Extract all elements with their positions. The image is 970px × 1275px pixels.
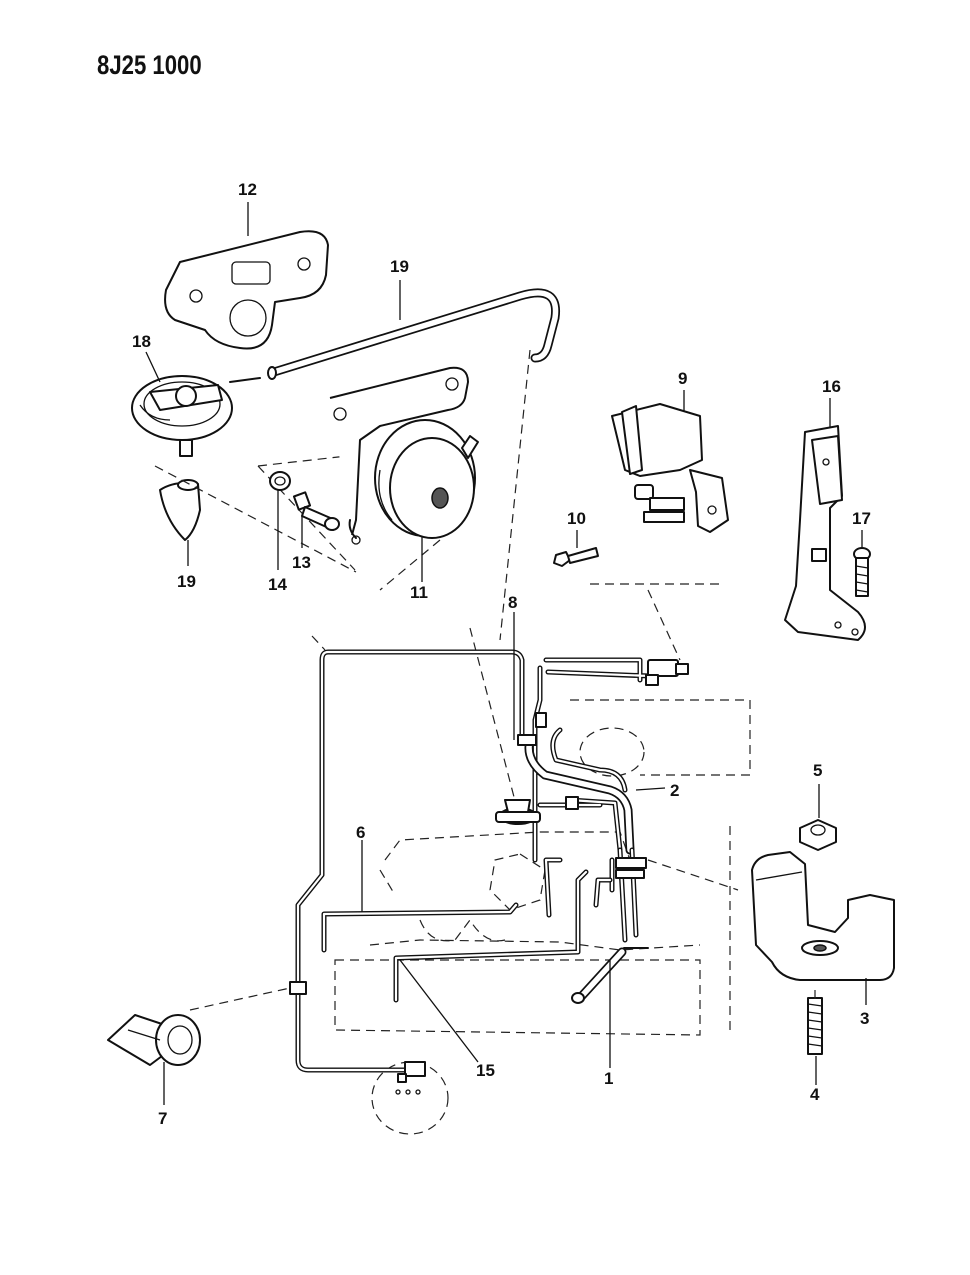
callout-18: 18 bbox=[132, 332, 151, 351]
callout-10: 10 bbox=[567, 509, 586, 528]
part-12-gasket bbox=[164, 230, 329, 350]
part-3-bracket bbox=[751, 851, 895, 981]
part-7-clip bbox=[107, 1014, 201, 1066]
callout-19-bottom: 19 bbox=[177, 572, 196, 591]
callout-17: 17 bbox=[852, 509, 871, 528]
leader-lines bbox=[145, 202, 867, 1105]
part-9-solenoid bbox=[611, 403, 729, 533]
callout-3: 3 bbox=[860, 1009, 869, 1028]
part-2-hose-harness bbox=[517, 657, 689, 943]
callout-15: 15 bbox=[476, 1061, 495, 1080]
callout-13: 13 bbox=[292, 553, 311, 572]
callout-12: 12 bbox=[238, 180, 257, 199]
callout-5: 5 bbox=[813, 761, 822, 780]
line-clip bbox=[289, 981, 307, 995]
part-16-bracket bbox=[784, 425, 866, 641]
vacuum-sensor bbox=[495, 799, 541, 825]
callout-14: 14 bbox=[268, 575, 287, 594]
callout-11: 11 bbox=[410, 583, 428, 602]
callout-7: 7 bbox=[158, 1109, 167, 1128]
callout-4: 4 bbox=[810, 1085, 820, 1104]
part-11-egr-valve bbox=[329, 366, 479, 545]
part-17-bolt bbox=[853, 547, 871, 597]
part-4-stud bbox=[807, 997, 823, 1055]
callout-8: 8 bbox=[508, 593, 517, 612]
part-5-nut bbox=[799, 819, 837, 851]
callout-2: 2 bbox=[670, 781, 679, 800]
part-14-nut bbox=[269, 471, 291, 491]
part-8-vacuum-line bbox=[295, 649, 525, 1073]
part-19-hose-top bbox=[267, 288, 561, 380]
part-18-valve bbox=[131, 375, 261, 457]
sensor-bottom bbox=[395, 1061, 426, 1095]
part-10-screw bbox=[553, 547, 599, 567]
callout-9: 9 bbox=[678, 369, 687, 388]
callout-6: 6 bbox=[356, 823, 365, 842]
callout-19-top: 19 bbox=[390, 257, 409, 276]
part-13-bolt bbox=[292, 491, 340, 531]
part-6-vacuum-line bbox=[321, 902, 519, 953]
part-19-elbow bbox=[159, 479, 201, 541]
diagram-code: 8J25 1000 bbox=[97, 50, 202, 80]
callout-1: 1 bbox=[604, 1069, 613, 1088]
part-15-vacuum-line bbox=[393, 857, 613, 1003]
callout-16: 16 bbox=[822, 377, 841, 396]
part-1-fitting bbox=[571, 947, 649, 1004]
